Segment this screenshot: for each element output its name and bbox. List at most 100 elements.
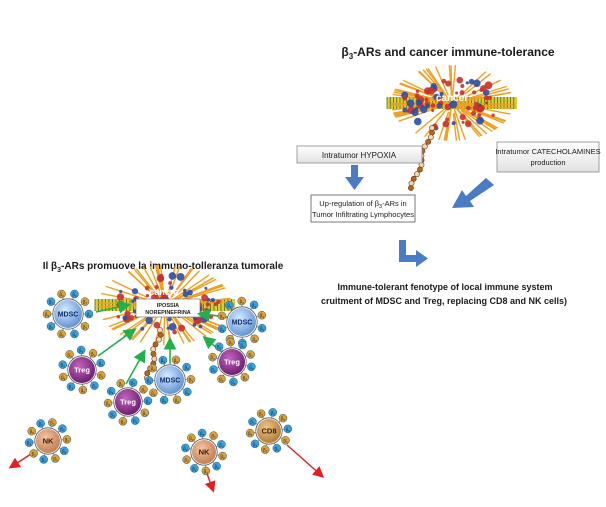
receptor-label: β3 <box>79 348 83 354</box>
receptor-label: β3 <box>143 411 147 417</box>
beta3-receptor-icon: β3 <box>137 385 148 395</box>
receptor-label: β3 <box>81 388 85 394</box>
receptor-label: β3 <box>220 327 224 333</box>
receptor-label: β3 <box>42 458 46 464</box>
beta3-receptor-icon: β3 <box>59 435 72 444</box>
lower-title: Il β3-ARs promuove la immuno-tolleranza … <box>43 261 284 274</box>
receptor-label: β3 <box>227 303 231 309</box>
beta3-receptor-icon: β3 <box>88 349 98 360</box>
beta3-receptor-icon: β3 <box>255 310 267 320</box>
beta3-receptor-icon: β3 <box>29 448 40 458</box>
beta3-receptor-icon: β3 <box>238 340 247 352</box>
beta3-receptor-icon: β3 <box>39 452 48 464</box>
receptor-label: β3 <box>253 337 257 343</box>
beta3-receptor-icon: β3 <box>57 327 66 339</box>
receptor-label: β3 <box>189 377 193 383</box>
beta3-receptor-icon: β3 <box>181 387 192 397</box>
beta3-receptor-icon: β3 <box>279 436 290 445</box>
receptor-label: β3 <box>217 345 221 351</box>
lower-tumor-label: cancro <box>149 287 179 297</box>
receptor-label: β3 <box>53 457 57 463</box>
receptor-label: β3 <box>252 303 256 309</box>
receptor-label: β3 <box>229 340 233 346</box>
beta3-receptor-icon: β3 <box>183 375 196 384</box>
beta3-receptor-icon: β3 <box>56 424 67 434</box>
receptor-label: β3 <box>221 454 225 460</box>
receptor-label: β3 <box>243 375 247 381</box>
receptor-label: β3 <box>174 358 178 364</box>
beta3-receptor-icon: β3 <box>76 345 86 358</box>
beta3-receptor-icon: β3 <box>27 426 38 436</box>
receptor-label: β3 <box>204 469 208 475</box>
upper-title: β3-ARs and cancer immune-tolerance <box>341 45 555 61</box>
immune-cell-label: Treg <box>74 366 90 375</box>
receptor-label: β3 <box>151 391 155 397</box>
receptor-label: β3 <box>250 420 254 426</box>
receptor-label: β3 <box>259 412 263 418</box>
receptor-label: β3 <box>240 299 244 305</box>
receptor-label: β3 <box>133 419 137 425</box>
lower-panel: Il β3-ARs promuove la immuno-tolleranza … <box>8 261 325 493</box>
receptor-label: β3 <box>141 387 145 393</box>
receptor-label: β3 <box>215 464 219 470</box>
beta3-receptor-icon: β3 <box>103 398 116 408</box>
arrow-hypoxia-down <box>345 165 364 190</box>
beta3-receptor-icon: β3 <box>24 438 37 447</box>
receptor-label: β3 <box>45 312 49 318</box>
beta3-receptor-icon: β3 <box>94 358 105 368</box>
svg-text:production: production <box>530 158 565 167</box>
receptor-label: β3 <box>260 326 264 332</box>
receptor-label: β3 <box>220 314 224 320</box>
beta3-receptor-icon: β3 <box>208 352 220 362</box>
svg-text:IPOSSIA: IPOSSIA <box>157 303 179 309</box>
receptor-label: β3 <box>59 292 63 298</box>
beta3-receptor-icon: β3 <box>149 388 160 398</box>
receptor-label: β3 <box>69 385 73 391</box>
receptor-label: β3 <box>211 368 215 374</box>
beta3-receptor-icon: β3 <box>116 379 126 391</box>
beta3-receptor-icon: β3 <box>250 332 259 344</box>
receptor-label: β3 <box>211 355 215 361</box>
upregulation-box: Up-regulation of β3-ARs in Tumor Infiltr… <box>310 194 416 223</box>
receptor-label: β3 <box>121 419 125 425</box>
immune-cell-label: MDSC <box>58 312 79 319</box>
receptor-label: β3 <box>248 352 252 358</box>
beta3-receptor-icon: β3 <box>159 393 169 405</box>
beta3-receptor-icon: β3 <box>66 380 76 391</box>
receptor-label: β3 <box>91 351 95 357</box>
beta3-receptor-icon: β3 <box>237 296 246 309</box>
beta3-receptor-icon: β3 <box>144 376 157 385</box>
immune-cell-label: CD8 <box>261 427 276 436</box>
receptor-label: β3 <box>162 398 166 404</box>
beta3-receptor-icon: β3 <box>182 455 194 464</box>
svg-text:Intratumor CATECHOLAMINES: Intratumor CATECHOLAMINES <box>495 147 600 156</box>
receptor-label: β3 <box>60 427 64 433</box>
receptor-label: β3 <box>263 448 267 454</box>
immune-cell-label: MDSC <box>232 320 253 327</box>
receptor-label: β3 <box>248 431 252 437</box>
immune-cell-label: NK <box>43 437 54 446</box>
receptor-label: β3 <box>65 437 69 443</box>
beta3-receptor-icon: β3 <box>58 446 69 456</box>
beta3-receptor-icon: β3 <box>106 386 118 396</box>
receptor-label: β3 <box>219 377 223 383</box>
receptor-label: β3 <box>260 313 264 319</box>
beta3-receptor-icon: β3 <box>171 355 181 367</box>
beta3-receptor-icon: β3 <box>255 323 267 333</box>
immune-cell-label: Treg <box>224 358 240 367</box>
beta3-receptor-icon: β3 <box>46 297 57 307</box>
receptor-label: β3 <box>50 420 54 426</box>
arrow-catecholamines-diag <box>452 178 494 208</box>
beta3-receptor-icon: β3 <box>82 309 94 319</box>
immune-cell-label: Treg <box>120 398 136 407</box>
receptor-label: β3 <box>30 429 34 435</box>
receptor-label: β3 <box>110 413 114 419</box>
beta3-receptor-icon: β3 <box>240 371 250 382</box>
receptor-label: β3 <box>161 358 165 364</box>
beta3-receptor-icon: β3 <box>59 372 70 382</box>
